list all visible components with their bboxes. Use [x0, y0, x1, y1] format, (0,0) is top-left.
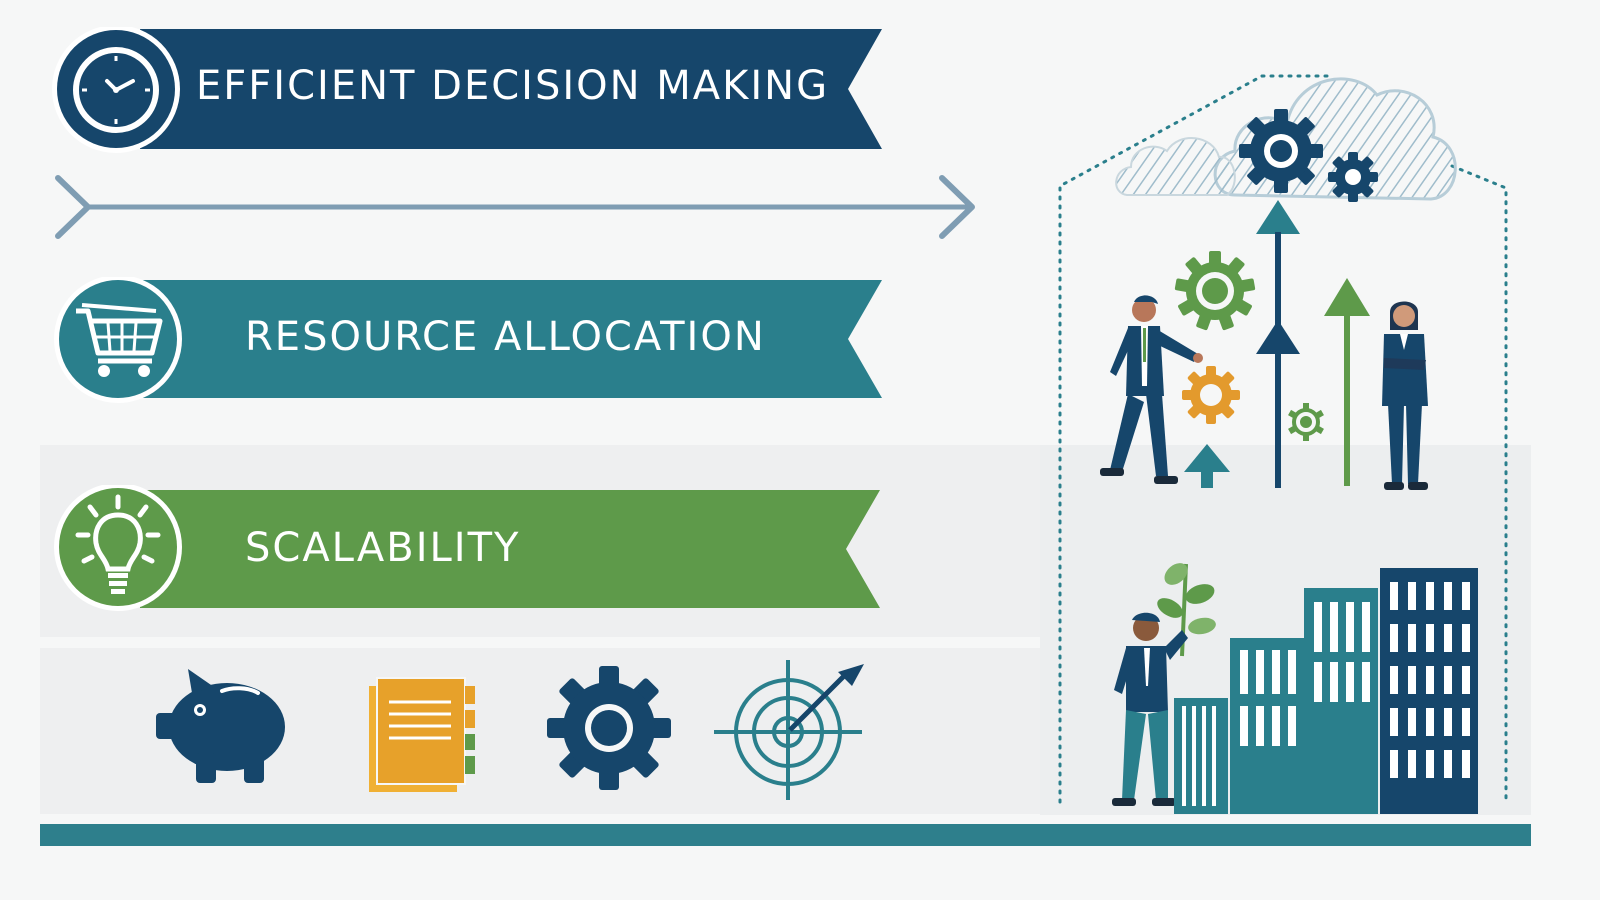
clock-icon: [67, 41, 165, 139]
long-arrow: [50, 170, 980, 245]
gear-icon: [1180, 364, 1242, 426]
gear-icon: [1172, 248, 1258, 334]
gear-icon: [540, 662, 678, 794]
banner-label: RESOURCE ALLOCATION: [245, 314, 766, 360]
growth-arrow-icon: [1180, 442, 1234, 490]
growth-arrow-icon: [1320, 276, 1374, 488]
lightbulb-icon: [68, 489, 168, 609]
person-with-plant-icon: [1102, 556, 1222, 812]
piggy-bank-icon: [152, 665, 292, 790]
banner-scalability: SCALABILITY: [50, 485, 885, 613]
shopping-cart-icon: [72, 299, 168, 385]
footer-bar: [40, 824, 1531, 846]
documents-icon: [365, 672, 485, 797]
gear-icon: [1326, 150, 1380, 204]
gear-icon: [1236, 106, 1326, 196]
banner-efficient-decision-making: EFFICIENT DECISION MAKING: [50, 27, 885, 155]
gear-icon: [1286, 402, 1326, 442]
buildings-icon: [1172, 566, 1482, 816]
dotted-house-outline: [1052, 70, 1512, 810]
banner-label: SCALABILITY: [245, 525, 521, 571]
businessman-icon: [1098, 292, 1208, 492]
growth-arrow-icon: [1248, 198, 1308, 490]
banner-label: EFFICIENT DECISION MAKING: [196, 63, 830, 109]
banner-resource-allocation: RESOURCE ALLOCATION: [50, 277, 885, 405]
target-icon: [712, 660, 867, 802]
businesswoman-icon: [1370, 298, 1440, 494]
